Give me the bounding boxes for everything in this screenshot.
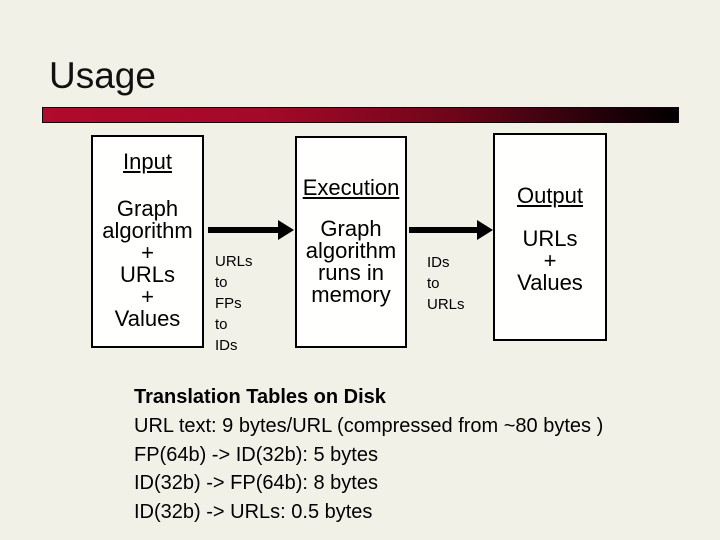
arrow2-label-line: to [427, 275, 440, 292]
arrow-head [278, 220, 294, 240]
notes-line: ID(32b) -> FP(64b): 8 bytes [134, 472, 378, 495]
arrow2-label-line: URLs [427, 296, 465, 313]
execution-box-content: Graph algorithm runs in memory [297, 218, 405, 306]
arrow1-label-line: FPs [215, 295, 242, 312]
arrow1-label-line: URLs [215, 253, 253, 270]
input-line: algorithm [102, 218, 193, 243]
output-box-content: URLs + Values [495, 228, 605, 294]
arrow2-label: IDs to URLs [427, 252, 465, 315]
input-line: + [141, 240, 154, 265]
execution-line: algorithm [305, 238, 397, 263]
output-box-heading: Output [516, 183, 584, 208]
input-box: Input Graph algorithm + URLs + Values [91, 135, 204, 348]
input-line: Values [114, 306, 181, 331]
execution-box: Execution Graph algorithm runs in memory [295, 136, 407, 348]
output-line: + [543, 248, 557, 273]
notes-line: FP(64b) -> ID(32b): 5 bytes [134, 443, 378, 466]
execution-box-heading: Execution [302, 175, 400, 200]
arrow-head [477, 220, 493, 240]
notes-line: ID(32b) -> URLs: 0.5 bytes [134, 501, 373, 524]
input-box-content: Graph algorithm + URLs + Values [93, 198, 202, 330]
output-line: URLs [522, 226, 578, 251]
title-accent-bar [42, 107, 679, 123]
input-line: Graph [116, 196, 179, 221]
execution-line: runs in [317, 260, 385, 285]
input-box-heading: Input [123, 149, 172, 174]
input-line: URLs [119, 262, 175, 287]
arrow-shaft [208, 227, 280, 233]
execution-line: Graph [320, 216, 382, 241]
arrow1-label: URLs to FPs to IDs [215, 251, 253, 356]
notes-block: Translation Tables on Disk URL text: 9 b… [134, 383, 654, 527]
page-title: Usage [49, 55, 156, 96]
execution-line: memory [311, 282, 391, 307]
output-box: Output URLs + Values [493, 133, 607, 341]
output-line: Values [517, 270, 583, 295]
arrow1-label-line: to [215, 316, 228, 333]
arrow1-label-line: IDs [215, 337, 238, 354]
arrow2-label-line: IDs [427, 254, 450, 271]
notes-heading: Translation Tables on Disk [134, 386, 386, 408]
arrow-shaft [409, 227, 479, 233]
notes-line: URL text: 9 bytes/URL (compressed from ~… [134, 414, 604, 437]
input-line: + [141, 284, 154, 309]
arrow1-label-line: to [215, 274, 228, 291]
